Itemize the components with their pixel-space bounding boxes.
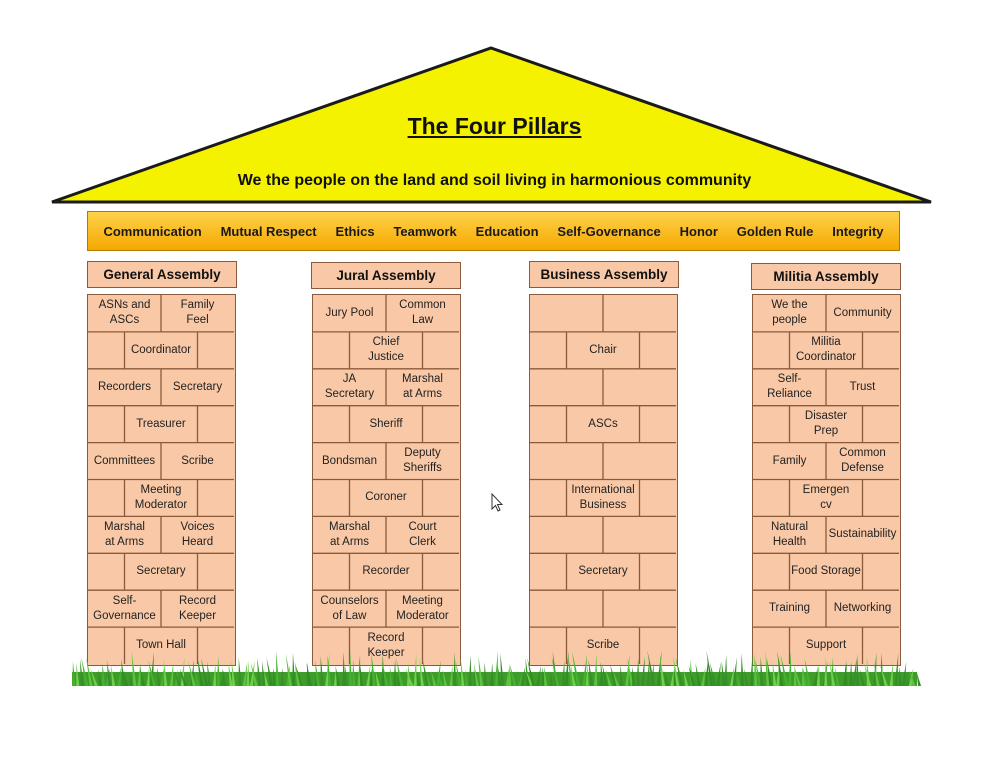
value-label: Education: [475, 223, 539, 239]
brick-label: Marshal at Arms: [402, 373, 443, 401]
brick-label: Family Feel: [180, 299, 215, 327]
brick-label: Meeting Moderator: [134, 483, 188, 511]
brick-label: Common Law: [399, 299, 446, 327]
value-label: Golden Rule: [736, 223, 814, 239]
value-label: Self-Governance: [557, 223, 661, 239]
brick-label: Committees: [93, 454, 156, 467]
brick-label: Common Defense: [839, 447, 886, 475]
brick-label: Coroner: [365, 491, 407, 504]
brick-label: [603, 295, 676, 332]
value-label: Ethics: [335, 223, 375, 239]
diagram-title: The Four Pillars: [407, 113, 582, 139]
brick-label: Court Clerk: [408, 520, 437, 548]
brick-label: Militia Coordinator: [795, 336, 857, 364]
brick-label: Self- Reliance: [767, 373, 812, 401]
brick-label: Town Hall: [136, 639, 186, 652]
brick-label: Family: [772, 454, 807, 467]
mouse-cursor-icon: [491, 493, 504, 512]
brick-label: [603, 369, 676, 406]
brick-label: [530, 590, 603, 627]
brick-label: Training: [768, 602, 811, 615]
values-beam: Communication Mutual Respect Ethics Team…: [87, 211, 900, 251]
brick-lines: [313, 295, 459, 664]
brick-label: Jury Pool: [325, 306, 374, 319]
brick-label: Scribe: [181, 454, 214, 467]
brick-lines: [88, 295, 234, 664]
brick-label: Support: [805, 639, 847, 652]
value-label: Communication: [103, 223, 202, 239]
pillar-header-business-assembly: Business Assembly: [529, 261, 679, 288]
brick-label: Trust: [849, 380, 876, 393]
brick-label: Self- Governance: [93, 594, 156, 622]
brick-label: Coordinator: [130, 343, 192, 356]
value-label: Honor: [679, 223, 718, 239]
diagram-subtitle: We the people on the land and soil livin…: [237, 172, 752, 189]
roof-triangle: [51, 46, 932, 204]
value-label: Mutual Respect: [220, 223, 317, 239]
brick-label: Scribe: [586, 639, 620, 652]
pillar-header-general-assembly: General Assembly: [87, 261, 237, 288]
brick-label: [603, 516, 676, 553]
brick-label: Sustainability: [828, 528, 897, 541]
brick-label: Secretary: [578, 565, 628, 578]
brick-label: Networking: [833, 602, 892, 615]
value-label: Integrity: [832, 223, 884, 239]
brick-label: Natural Health: [770, 520, 809, 548]
brick-label: Marshal at Arms: [104, 520, 145, 548]
brick-label: Chair: [589, 343, 617, 356]
brick-label: [530, 369, 603, 406]
brick-label: Treasurer: [136, 417, 186, 430]
brick-label: Secretary: [136, 565, 186, 578]
brick-lines: [753, 295, 899, 664]
brick-label: Voices Heard: [180, 520, 215, 548]
brick-label: Community: [833, 306, 892, 319]
value-label: Teamwork: [393, 223, 457, 239]
brick-label: Food Storage: [791, 565, 861, 578]
brick-label: ASCs: [588, 417, 618, 430]
brick-label: Bondsman: [322, 454, 377, 467]
brick-label: [603, 590, 676, 627]
pillar-header-militia-assembly: Militia Assembly: [751, 263, 901, 290]
brick-label: Disaster Prep: [804, 410, 848, 438]
brick-label: ASNs and ASCs: [98, 299, 151, 327]
brick-label: JA Secretary: [324, 373, 375, 401]
brick-label: Recorders: [97, 380, 152, 393]
pillar-header-jural-assembly: Jural Assembly: [311, 262, 461, 289]
brick-label: Secretary: [172, 380, 223, 393]
brick-label: Emergen cv: [802, 483, 850, 511]
brick-label: [530, 295, 603, 332]
brick-label: International Business: [571, 483, 635, 511]
brick-label: Record Keeper: [178, 594, 217, 622]
brick-label: Deputy Sheriffs: [403, 447, 442, 475]
brick-label: Sheriff: [369, 417, 403, 430]
brick-label: Meeting Moderator: [396, 594, 449, 622]
brick-lines: [530, 295, 676, 664]
brick-label: Record Keeper: [367, 631, 405, 659]
brick-label: Recorder: [362, 565, 410, 578]
brick-label: [603, 443, 676, 480]
brick-label: Chief Justice: [368, 336, 404, 364]
brick-label: [530, 443, 603, 480]
brick-label: [530, 516, 603, 553]
brick-label: Marshal at Arms: [329, 520, 370, 548]
brick-label: We the people: [771, 299, 808, 327]
brick-label: Counselors of Law: [320, 594, 379, 622]
